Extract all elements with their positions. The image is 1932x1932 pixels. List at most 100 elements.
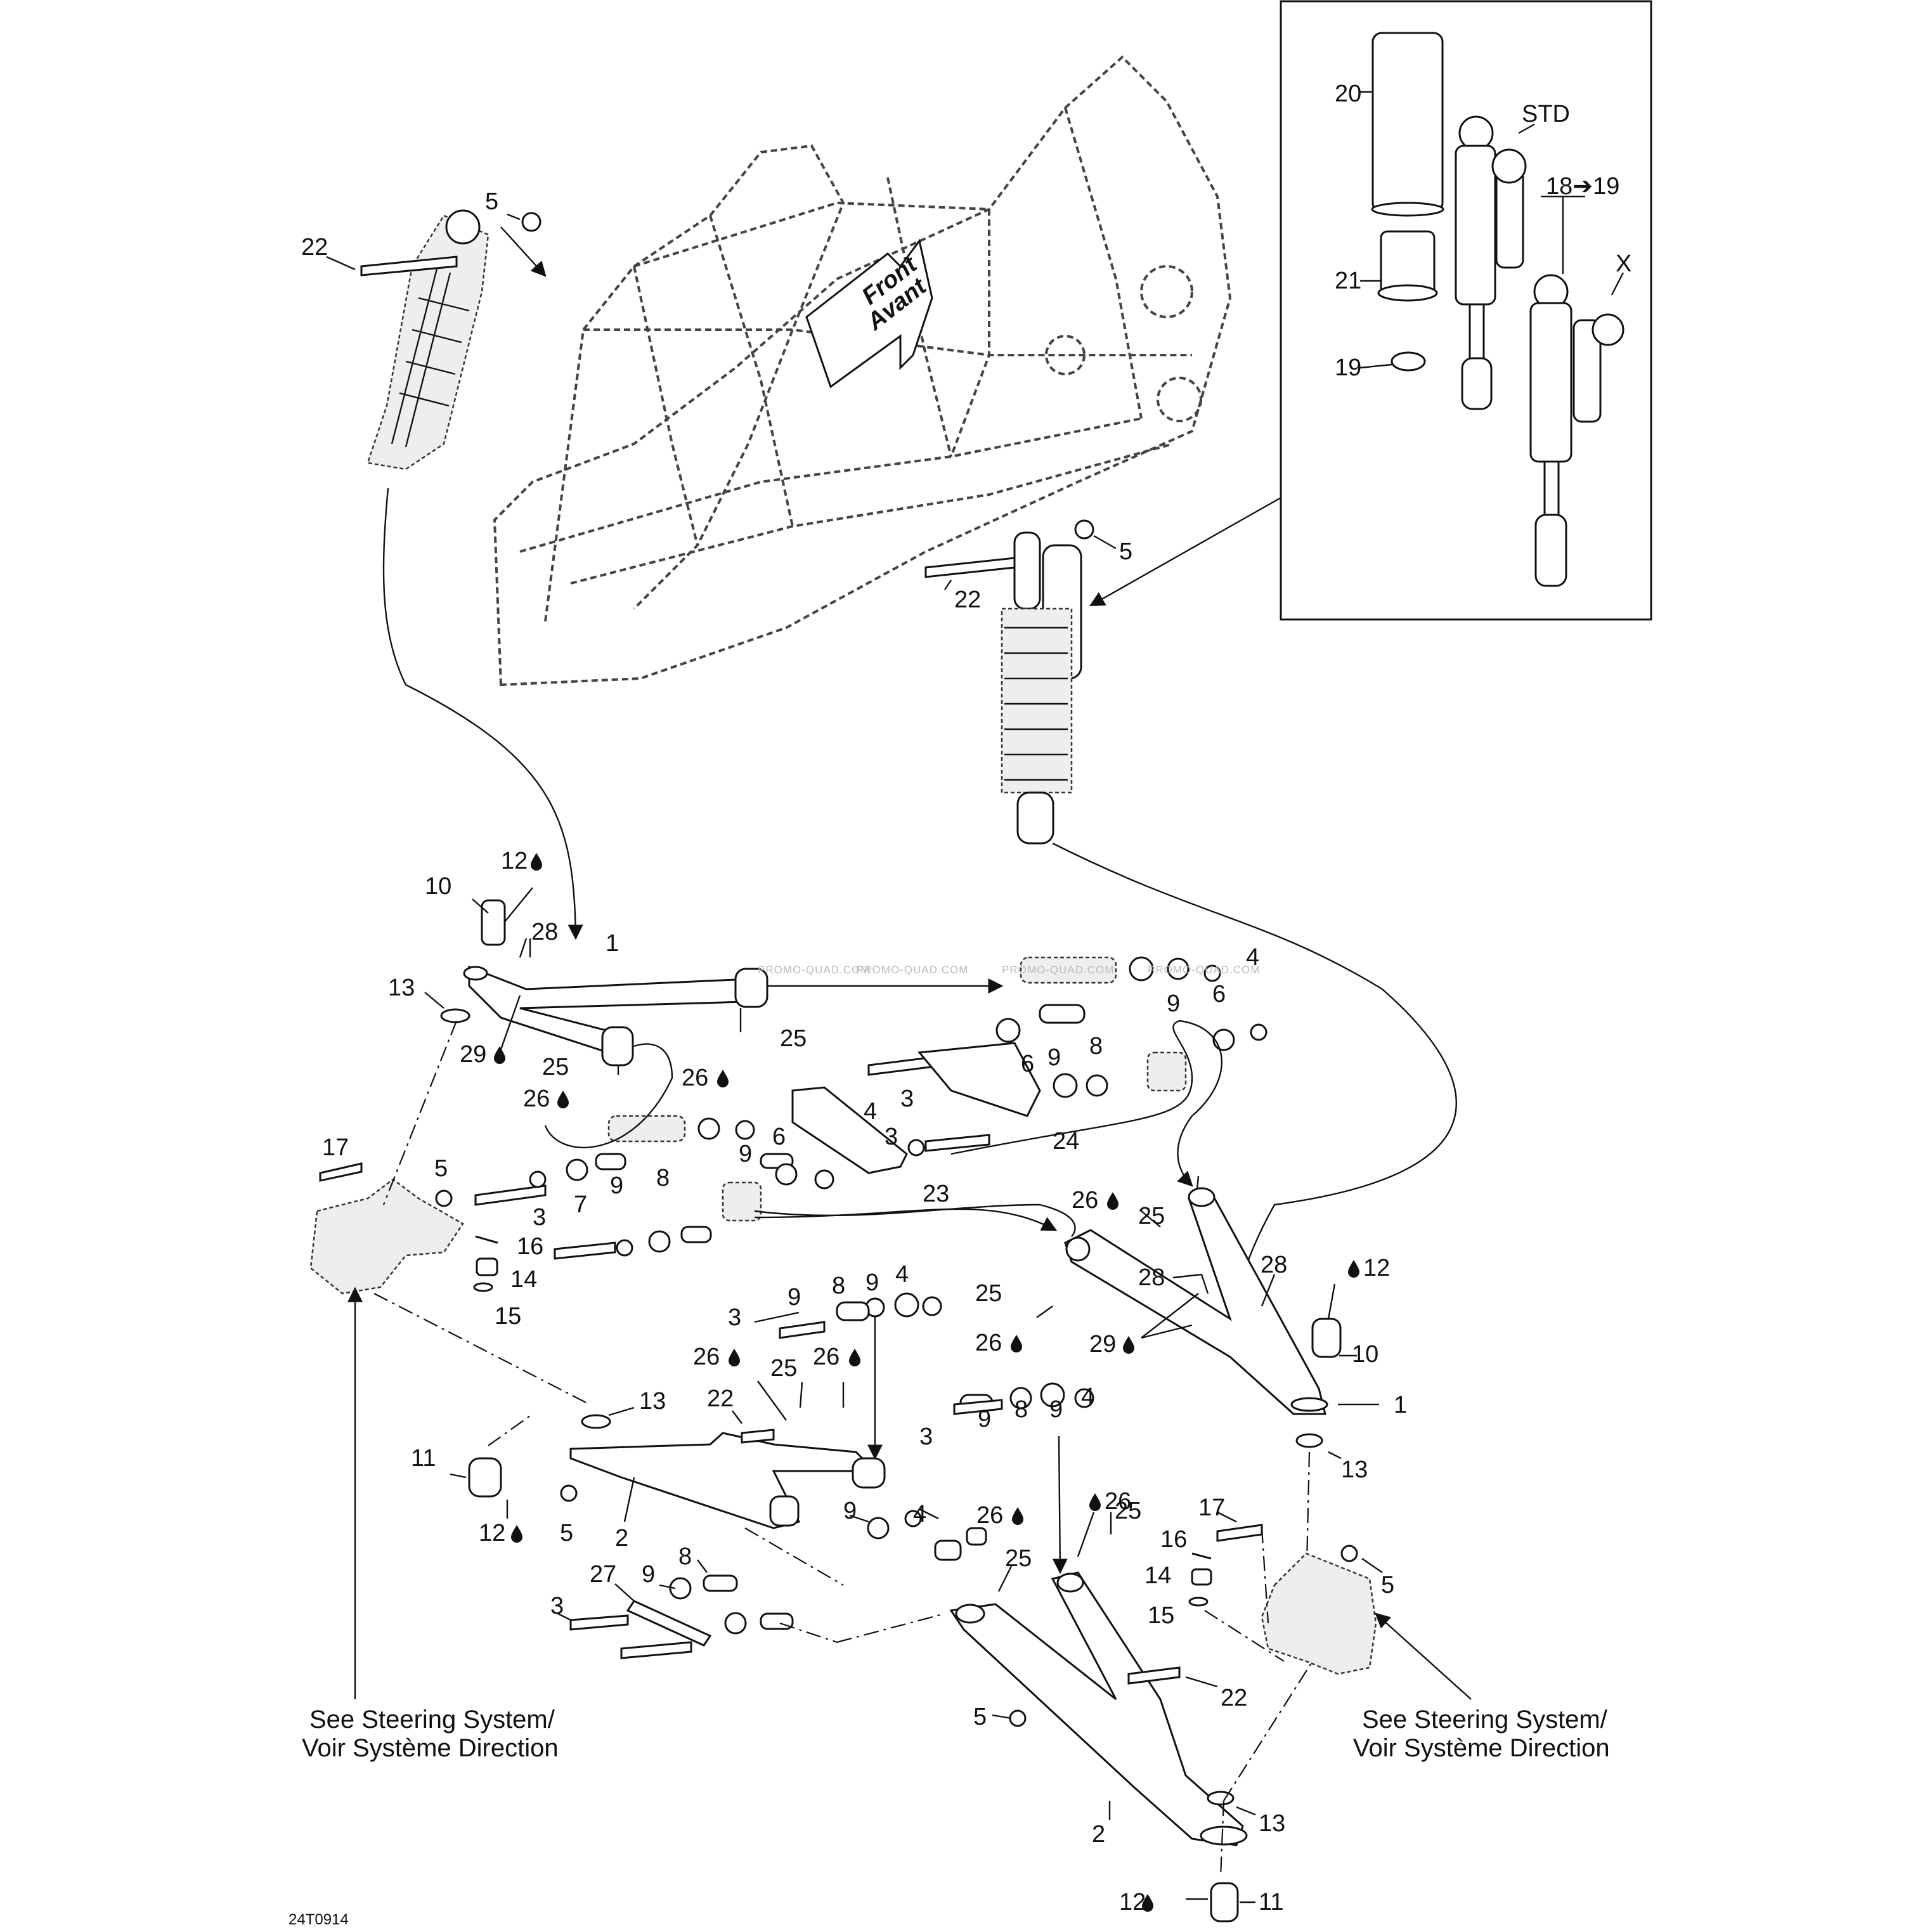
callout-ul-bush6c: 6 bbox=[772, 1124, 786, 1150]
plate-23 bbox=[791, 1086, 908, 1174]
callout-lr-bolt3: 3 bbox=[919, 1423, 933, 1450]
castle-nut-14-b bbox=[1191, 1568, 1212, 1586]
callout-ul-pin: 28 bbox=[531, 919, 558, 945]
callout-ll-bush8b: 8 bbox=[678, 1543, 692, 1570]
callout-ul-grease-26a: 26 bbox=[682, 1065, 708, 1091]
caption-right-line2: Voir Système Direction bbox=[1353, 1734, 1610, 1762]
callout-ul-bolt3: 3 bbox=[900, 1086, 914, 1112]
callout-ll-ballfit: 11 bbox=[411, 1445, 436, 1472]
callout-ll-nut5: 5 bbox=[560, 1520, 573, 1546]
inset-label-18-19: 18➔19 bbox=[1546, 173, 1619, 200]
callout-ll-wash9b: 9 bbox=[866, 1269, 879, 1296]
callout-ul-bush6: 6 bbox=[1212, 981, 1226, 1008]
callout-ur-grease26b: 26 bbox=[975, 1330, 1002, 1356]
inset-label-19: 19 bbox=[1335, 354, 1361, 381]
link-27 bbox=[626, 1600, 712, 1647]
inset-label-20: 20 bbox=[1335, 81, 1361, 107]
caption-right-line1: See Steering System/ bbox=[1362, 1706, 1608, 1734]
callout-ur-pin28: 28 bbox=[1138, 1264, 1165, 1291]
ring-13-a bbox=[440, 1008, 470, 1023]
callout-ul-bush8: 8 bbox=[1089, 1033, 1103, 1060]
callout-ll-grease26b: 26 bbox=[813, 1344, 840, 1370]
callout-ul-ballcap: 10 bbox=[425, 873, 451, 900]
callout-lr-nut5: 5 bbox=[973, 1704, 987, 1730]
callout-knuckle-l-wash9: 9 bbox=[610, 1172, 623, 1199]
callout-ur-grease25b: 25 bbox=[975, 1280, 1002, 1307]
callout-ul-plate23: 23 bbox=[923, 1181, 949, 1207]
ball-joint-cap-10-a bbox=[481, 899, 506, 946]
upper-pivot-hardware: 4 9 6 9 8 6 3 24 23 4 3 6 9 8 bbox=[607, 944, 1267, 1207]
spring-20 bbox=[1371, 32, 1444, 217]
callout-ul-bolt3b: 3 bbox=[885, 1124, 898, 1150]
callout-shock-center-bolt: 22 bbox=[954, 587, 981, 613]
callout-ll-wash9: 9 bbox=[788, 1284, 801, 1311]
callout-ur-grease26: 26 bbox=[1072, 1187, 1098, 1214]
ball-fit-11-a bbox=[468, 1457, 502, 1498]
callout-lr-grease26: 26 bbox=[1105, 1488, 1131, 1515]
bolt-17-b bbox=[1216, 1524, 1263, 1542]
knuckle-left-bolts bbox=[474, 1153, 762, 1260]
callout-lr-ballgrease: 12 bbox=[1119, 1889, 1146, 1916]
callout-lr-grease25: 25 bbox=[1115, 1498, 1141, 1524]
callout-ul-grease-26b: 26 bbox=[523, 1086, 550, 1112]
callout-ll-nut4: 4 bbox=[895, 1261, 909, 1288]
callout-knuckle-l-bolt: 17 bbox=[322, 1134, 349, 1161]
caption-left-line2: Voir Système Direction bbox=[302, 1734, 559, 1762]
callout-shock-left-bolt: 22 bbox=[301, 234, 328, 261]
ring-15-b bbox=[1188, 1597, 1209, 1607]
plate-24 bbox=[917, 1042, 1041, 1117]
callout-lr-nut4: 4 bbox=[1081, 1384, 1094, 1410]
callout-knuckle-l-cotter: 16 bbox=[517, 1233, 543, 1260]
upper-arm-right: 26 25 28 28 12 25 26 29 10 1 13 bbox=[975, 1176, 1407, 1592]
callout-knuckle-r-nut: 5 bbox=[1381, 1572, 1394, 1598]
callout-ul-arm: 1 bbox=[606, 930, 619, 957]
caption-left-line1: See Steering System/ bbox=[309, 1706, 555, 1734]
callout-ur-grease29: 29 bbox=[1089, 1331, 1116, 1358]
callout-ul-ring: 13 bbox=[388, 975, 415, 1001]
ring-13-b bbox=[581, 1414, 611, 1429]
shock-options-inset: 20 21 19 STD 18➔19 X bbox=[1280, 0, 1652, 621]
callout-ul-bush8c: 8 bbox=[656, 1165, 670, 1191]
callout-ul-nut4: 4 bbox=[1246, 944, 1259, 971]
callout-knuckle-l-bolt3: 3 bbox=[533, 1204, 546, 1231]
ball-joint-cap-10-b bbox=[1311, 1318, 1342, 1358]
callout-knuckle-r-cotter: 16 bbox=[1160, 1526, 1187, 1553]
callout-lr-wash9: 9 bbox=[978, 1406, 991, 1432]
callout-ul-ballfit: 12 bbox=[501, 848, 528, 874]
callout-ul-wash9: 9 bbox=[1167, 990, 1180, 1017]
callout-ll-bolt22: 22 bbox=[707, 1385, 734, 1412]
callout-knuckle-l-ring: 15 bbox=[495, 1303, 521, 1330]
callout-lr-ring13: 13 bbox=[1259, 1810, 1285, 1837]
callout-ur-grease25: 25 bbox=[1138, 1203, 1165, 1229]
callout-ul-grease-25b: 25 bbox=[542, 1054, 569, 1080]
callout-knuckle-r-ring: 15 bbox=[1148, 1602, 1174, 1629]
steering-knuckle-right: 17 16 14 15 5 bbox=[1144, 1494, 1472, 1700]
nut-5-b bbox=[1074, 519, 1094, 540]
callout-ll-wash9c: 9 bbox=[843, 1498, 857, 1524]
callout-ll-nut4b: 4 bbox=[913, 1501, 926, 1527]
figure-code: 24T0914 bbox=[289, 1911, 349, 1928]
shock-center: 5 22 bbox=[924, 519, 1132, 845]
inset-label-std: STD bbox=[1522, 101, 1570, 127]
bolt-22-b bbox=[924, 557, 1016, 578]
ball-fit-11-b bbox=[1210, 1882, 1239, 1922]
steering-knuckle-left: 17 5 3 7 9 16 14 15 bbox=[309, 1020, 623, 1699]
inset-label-21: 21 bbox=[1335, 268, 1361, 294]
callout-knuckle-r-bolt: 17 bbox=[1198, 1494, 1225, 1521]
watermark-4: PROMO-QUAD.COM bbox=[1148, 964, 1260, 976]
callout-ll-grease25: 25 bbox=[770, 1355, 797, 1382]
lower-arm-right: 9 8 9 4 3 26 25 26 25 5 22 2 13 11 12 bbox=[919, 1382, 1313, 1922]
atv-frame bbox=[493, 55, 1232, 687]
callout-ll-bolt3: 3 bbox=[728, 1304, 741, 1331]
nut-5-c bbox=[435, 1190, 453, 1207]
ring-15-a bbox=[473, 1282, 493, 1292]
callout-ll-bush8: 8 bbox=[832, 1273, 845, 1299]
castle-nut-14-a bbox=[476, 1257, 498, 1276]
callout-ur-ring13: 13 bbox=[1341, 1456, 1368, 1483]
shock-left: 5 22 bbox=[301, 188, 547, 470]
sleeve-21 bbox=[1377, 230, 1438, 302]
callout-ll-ring13: 13 bbox=[639, 1388, 666, 1415]
callout-ul-plate24: 24 bbox=[1053, 1128, 1079, 1155]
nut-5-a bbox=[521, 212, 541, 232]
callout-lr-arm: 2 bbox=[1092, 1821, 1105, 1848]
